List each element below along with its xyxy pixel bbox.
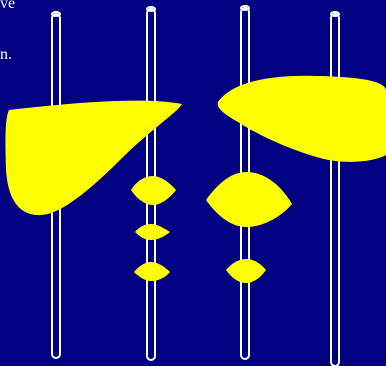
blob-right-large — [218, 76, 386, 162]
blob-center-left-3 — [134, 262, 170, 281]
blob-center-left-2 — [135, 224, 170, 240]
blob-center-right-1 — [206, 172, 292, 227]
blob-center-left-1 — [131, 176, 176, 205]
tube-4 — [331, 12, 339, 366]
blob-center-right-2 — [226, 259, 266, 283]
